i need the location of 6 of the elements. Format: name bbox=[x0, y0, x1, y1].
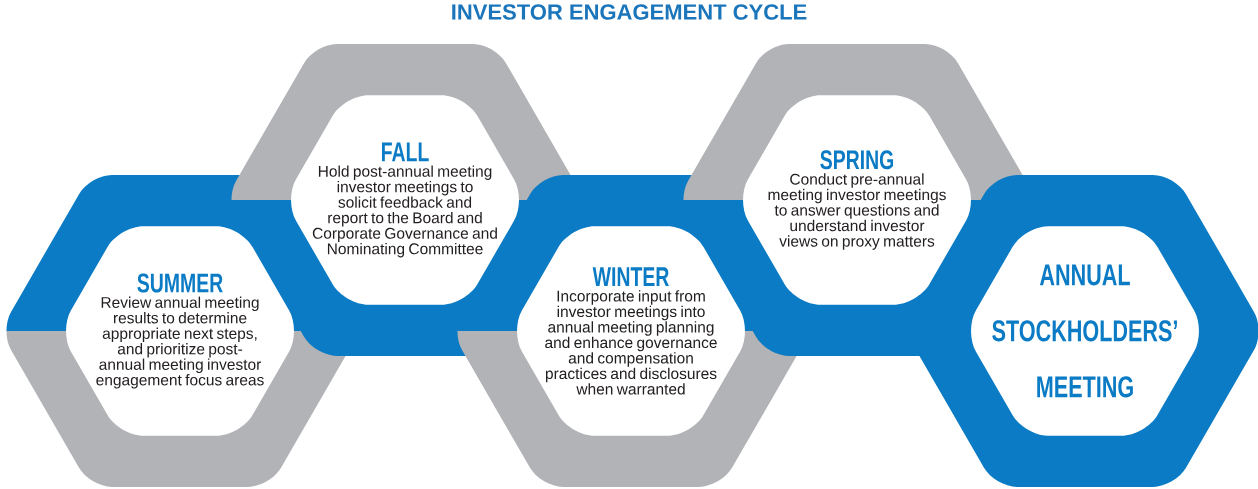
hexagon-card: SPRING Conduct pre-annual meeting investor meetings to answer questions and understand investor views on proxy matters bbox=[743, 95, 971, 305]
hexagon-card: ANNUAL STOCKHOLDERS’ MEETING bbox=[971, 226, 1199, 436]
title: INVESTOR ENGAGEMENT CYCLE bbox=[452, 4, 807, 20]
hexagon-card: SUMMER Review annual meeting results to determine appropriate next steps, and prioritize post-annual meeting investor engagement focus areas bbox=[66, 226, 294, 436]
hexagon-card: WINTER Incorporate input from investor meetings into annual meeting planning and enhance governance and compensation practices and disclosures when warranted bbox=[517, 226, 745, 436]
hexagon-card: FALL Hold post-annual meeting investor meetings to solicit feedback and report to the Board and Corporate Governance and Nominating Committee bbox=[291, 95, 519, 305]
